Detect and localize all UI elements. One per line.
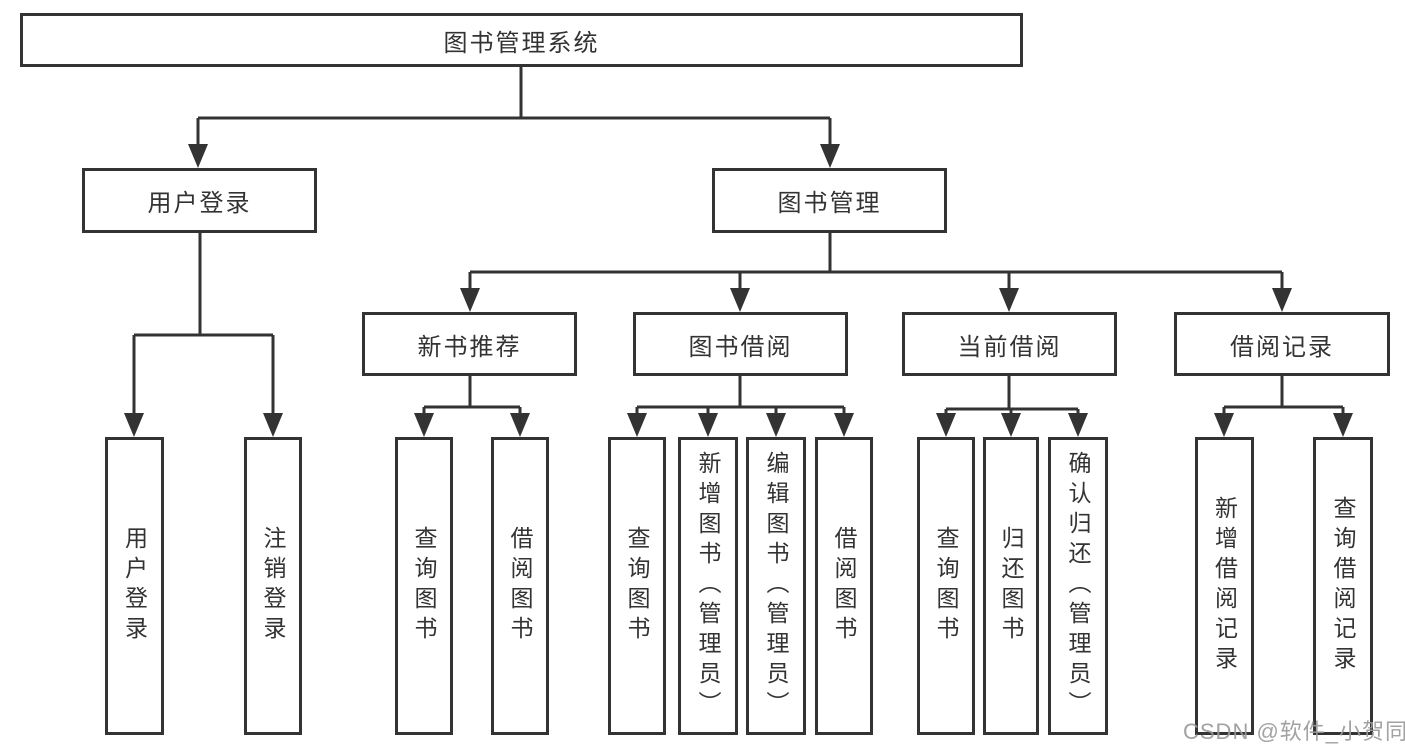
leaf-search-books-recommend: 查询图书 <box>395 437 453 735</box>
leaf-add-borrow-record: 新增借阅记录 <box>1195 437 1254 735</box>
leaf-confirm-return-admin-label: 确认归还（管理员） <box>1065 451 1091 721</box>
leaf-search-books-recommend-label: 查询图书 <box>411 526 437 646</box>
leaf-edit-book-admin-label: 编辑图书（管理员） <box>763 451 789 721</box>
leaf-logout: 注销登录 <box>244 437 302 735</box>
leaf-borrow-books-recommend: 借阅图书 <box>491 437 549 735</box>
leaf-confirm-return-admin: 确认归还（管理员） <box>1048 437 1108 735</box>
leaf-add-book-admin: 新增图书（管理员） <box>678 437 738 735</box>
node-current-borrowing-label: 当前借阅 <box>957 333 1062 361</box>
leaf-add-book-admin-label: 新增图书（管理员） <box>695 451 721 721</box>
node-book-borrowing: 图书借阅 <box>633 312 848 376</box>
leaf-user-login-label: 用户登录 <box>121 526 148 646</box>
leaf-borrow-books-label: 借阅图书 <box>831 526 857 646</box>
node-user-login-label: 用户登录 <box>147 190 252 217</box>
node-root-label: 图书管理系统 <box>443 29 600 57</box>
node-borrowing-records: 借阅记录 <box>1174 312 1390 376</box>
node-new-book-recommendation-label: 新书推荐 <box>417 333 522 361</box>
leaf-edit-book-admin: 编辑图书（管理员） <box>746 437 806 735</box>
leaf-search-books-borrowing: 查询图书 <box>608 437 666 735</box>
leaf-return-books-label: 归还图书 <box>998 526 1024 646</box>
leaf-logout-label: 注销登录 <box>260 526 286 646</box>
arrowhead-icons <box>124 144 1353 437</box>
leaf-search-books-current: 查询图书 <box>917 437 975 735</box>
node-new-book-recommendation: 新书推荐 <box>362 312 577 376</box>
node-user-login: 用户登录 <box>82 168 317 233</box>
watermark: CSDN @软件_小贺同学 <box>1183 719 1405 744</box>
leaf-search-borrow-record-label: 查询借阅记录 <box>1330 496 1356 676</box>
node-root: 图书管理系统 <box>20 13 1023 67</box>
leaf-add-borrow-record-label: 新增借阅记录 <box>1211 496 1238 676</box>
leaf-borrow-books-recommend-label: 借阅图书 <box>507 526 533 646</box>
leaf-search-borrow-record: 查询借阅记录 <box>1313 437 1373 735</box>
leaf-user-login: 用户登录 <box>105 437 164 735</box>
leaf-borrow-books: 借阅图书 <box>815 437 873 735</box>
node-borrowing-records-label: 借阅记录 <box>1230 333 1334 361</box>
leaf-search-books-current-label: 查询图书 <box>933 526 959 646</box>
leaf-return-books: 归还图书 <box>983 437 1039 735</box>
node-current-borrowing: 当前借阅 <box>902 312 1117 376</box>
node-book-borrowing-label: 图书借阅 <box>688 333 793 361</box>
node-book-management: 图书管理 <box>712 168 947 233</box>
node-book-management-label: 图书管理 <box>777 190 882 217</box>
leaf-search-books-borrowing-label: 查询图书 <box>624 526 650 646</box>
